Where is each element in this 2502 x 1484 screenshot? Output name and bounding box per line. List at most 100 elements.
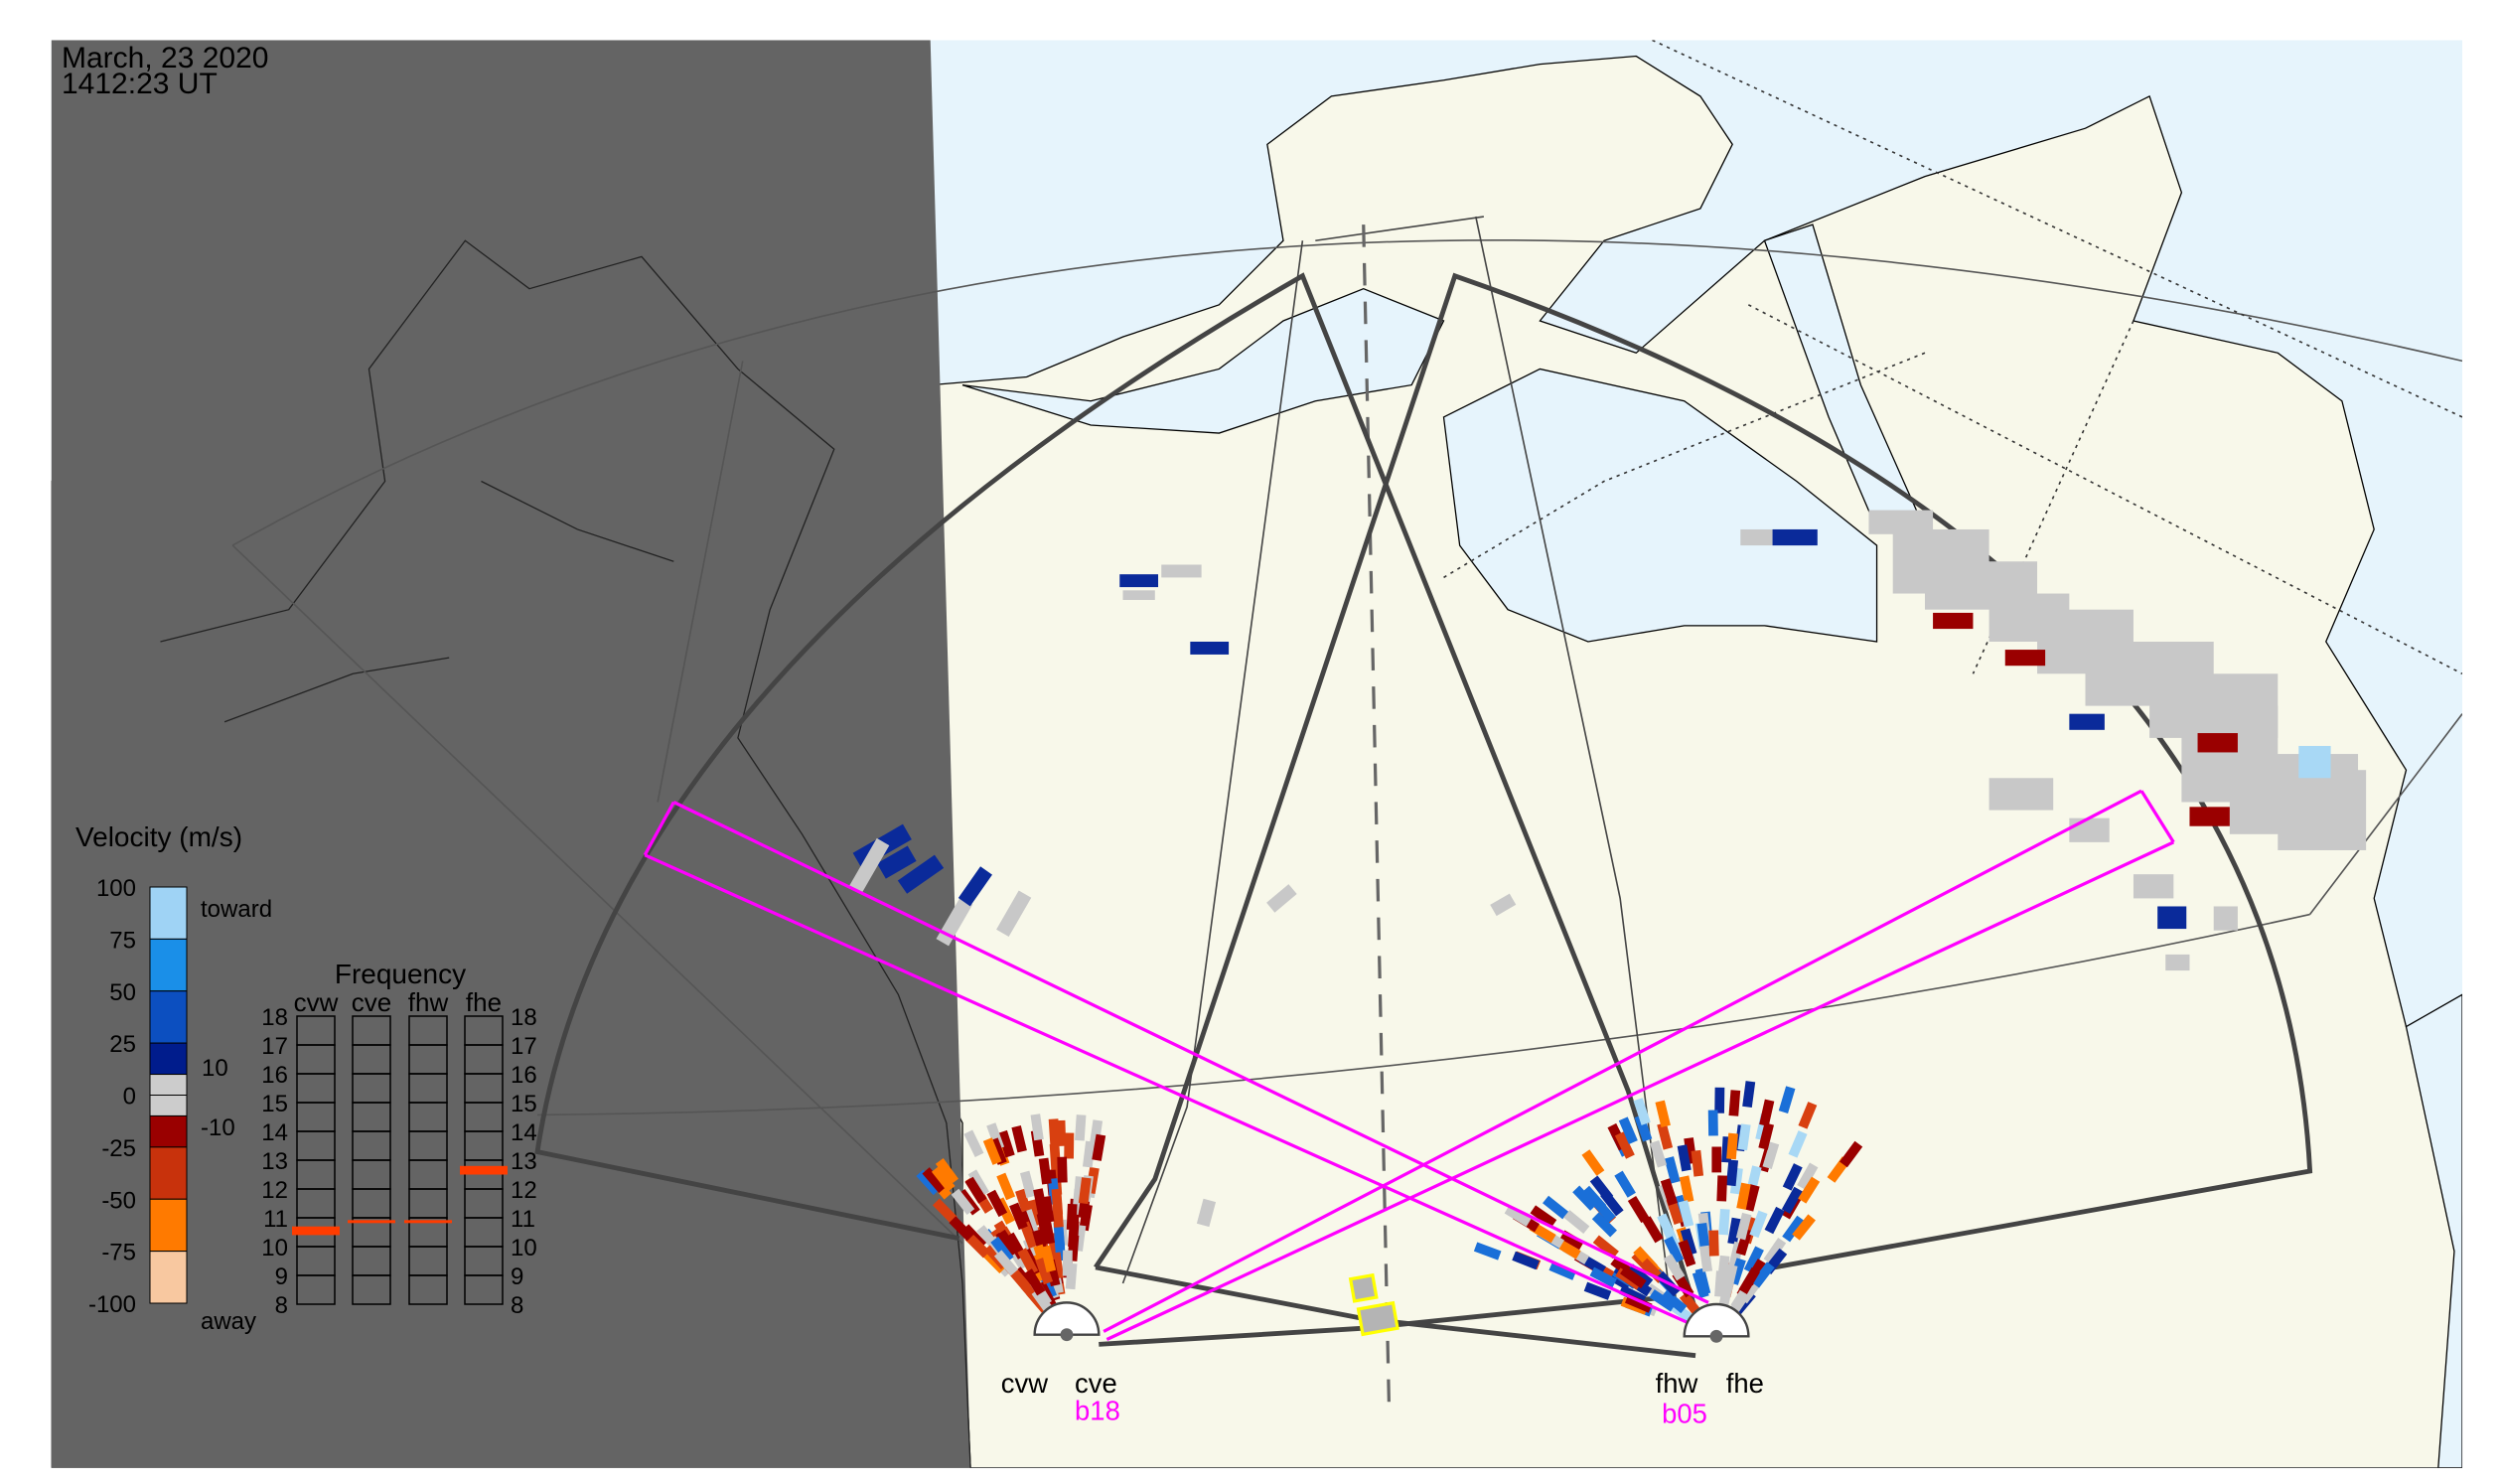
date-label: March, 23 2020	[62, 42, 268, 74]
scatter-cell	[1792, 1214, 1816, 1241]
scatter-cell	[897, 854, 945, 894]
scatter-cell	[1663, 1254, 1686, 1281]
scatter-cell	[982, 1137, 1002, 1165]
scatter-cell	[1707, 1110, 1718, 1136]
scatter-cell	[2298, 745, 2331, 779]
highlighted-cell[interactable]	[1356, 1300, 1399, 1337]
scatter-cell	[1677, 1144, 1692, 1172]
frequency-radar-label: cvw	[294, 987, 339, 1017]
map-layer: cvw cve b18 fhw fhe b05	[51, 40, 2463, 1468]
scatter-cell	[1023, 1268, 1046, 1296]
scatter-cell	[1743, 1246, 1764, 1273]
frequency-marker-fhe	[460, 1165, 508, 1175]
scatter-cell	[1743, 1184, 1760, 1212]
beam-b18-cve[interactable]	[1103, 789, 2175, 1341]
scatter-cell	[1698, 1245, 1713, 1272]
colorbar-tick-label: -25	[101, 1135, 136, 1162]
scatter-cell	[1583, 1281, 1612, 1300]
scatter-cell	[1572, 1185, 1598, 1211]
scatter-cell	[1742, 1081, 1756, 1109]
colorbar-tick-label: 50	[109, 979, 136, 1006]
colorbar-segment	[149, 886, 188, 940]
scatter-cell	[1490, 893, 1517, 917]
scatter-cell	[1504, 1205, 1532, 1227]
scatter-cell	[967, 1169, 990, 1197]
scatter-cell	[1678, 1239, 1696, 1267]
scatter-cell	[1543, 1195, 1569, 1220]
scatter-cell	[964, 1233, 990, 1259]
frequency-tick-right: 12	[511, 1177, 537, 1204]
colorbar-segment	[149, 1074, 188, 1097]
scatter-cell	[1798, 1102, 1818, 1129]
time-label: 1412:23 UT	[62, 68, 218, 100]
scatter-cell	[1722, 1263, 1738, 1292]
scatter-cell	[1581, 1149, 1605, 1176]
scatter-cell	[1691, 1149, 1704, 1177]
scatter-cell	[1763, 1238, 1787, 1264]
frequency-marker-cvw	[292, 1226, 340, 1236]
frequency-marker-fhw	[404, 1220, 452, 1224]
velocity-legend-title: Velocity (m/s)	[75, 821, 242, 852]
scatter-cell	[1778, 1086, 1796, 1113]
latitude-line	[537, 913, 2310, 1116]
scatter-cell	[1035, 1257, 1054, 1285]
highlighted-cell[interactable]	[1348, 1272, 1379, 1303]
scatter-cell	[2069, 713, 2105, 730]
scatter-cell	[1714, 1087, 1725, 1113]
site-label-fhe: fhe	[1726, 1368, 1764, 1399]
scatter-cell	[1664, 1236, 1685, 1263]
frequency-tick-right: 10	[511, 1235, 537, 1261]
scatter-cell	[951, 1188, 975, 1216]
scatter-cell	[957, 866, 992, 907]
scatter-cell	[1738, 1266, 1761, 1295]
beam-label-b05: b05	[1662, 1399, 1707, 1429]
scatter-cell	[1633, 1098, 1651, 1125]
frequency-tick-left: 9	[275, 1263, 288, 1290]
colorbar-segment	[149, 938, 188, 992]
site-label-cve: cve	[1075, 1368, 1117, 1399]
scatter-cell	[963, 1129, 984, 1157]
scatter-cell	[1840, 1140, 1863, 1168]
scatter-cell	[1714, 1270, 1726, 1297]
colorbar-segment	[149, 990, 188, 1044]
scatter-cell	[1051, 1188, 1064, 1216]
frequency-tick-right: 15	[511, 1091, 537, 1117]
scatter-cell	[1664, 1156, 1681, 1184]
beam-b05-fhw[interactable]	[643, 801, 1709, 1330]
scatter-cell	[2189, 807, 2230, 826]
frequency-tick-left: 13	[261, 1148, 288, 1175]
scatter-cell	[1678, 1200, 1694, 1228]
scatter-cell	[1655, 1100, 1671, 1128]
scatter-cell	[1161, 564, 1202, 578]
scatter-cell	[1619, 1265, 1647, 1289]
scatter-cell	[2278, 770, 2367, 850]
scatter-cell	[993, 1250, 1019, 1276]
colorbar-tick-label: -100	[88, 1291, 136, 1318]
radar-site-cv[interactable]	[1033, 1301, 1101, 1336]
scatter-cell	[1053, 1222, 1066, 1249]
frequency-radar-label: fhw	[408, 987, 449, 1017]
frequency-tick-left: 14	[261, 1119, 288, 1146]
colorbar	[149, 886, 188, 1304]
scatter-cell	[964, 1176, 987, 1204]
scatter-cell	[1068, 1221, 1080, 1248]
scatter-cell	[1708, 1230, 1719, 1257]
frequency-cell	[296, 1015, 336, 1046]
frequency-tick-right: 11	[511, 1206, 535, 1233]
site-label-cvw: cvw	[1001, 1368, 1048, 1399]
radar-site-fh[interactable]	[1683, 1302, 1750, 1338]
scatter-cell	[932, 1198, 957, 1224]
colorbar-tick-label: 100	[96, 875, 136, 902]
scatter-cell	[1716, 1175, 1728, 1202]
radar-site-cv-dot	[1060, 1328, 1074, 1342]
frequency-tick-left: 17	[261, 1033, 288, 1060]
scatter-cell	[1082, 1140, 1096, 1168]
frequency-tick-right: 16	[511, 1062, 537, 1089]
frequency-tick-left: 12	[261, 1177, 288, 1204]
scatter-cell	[996, 1172, 1016, 1201]
scatter-cell	[1661, 1289, 1688, 1314]
scatter-cell	[1736, 1182, 1751, 1210]
